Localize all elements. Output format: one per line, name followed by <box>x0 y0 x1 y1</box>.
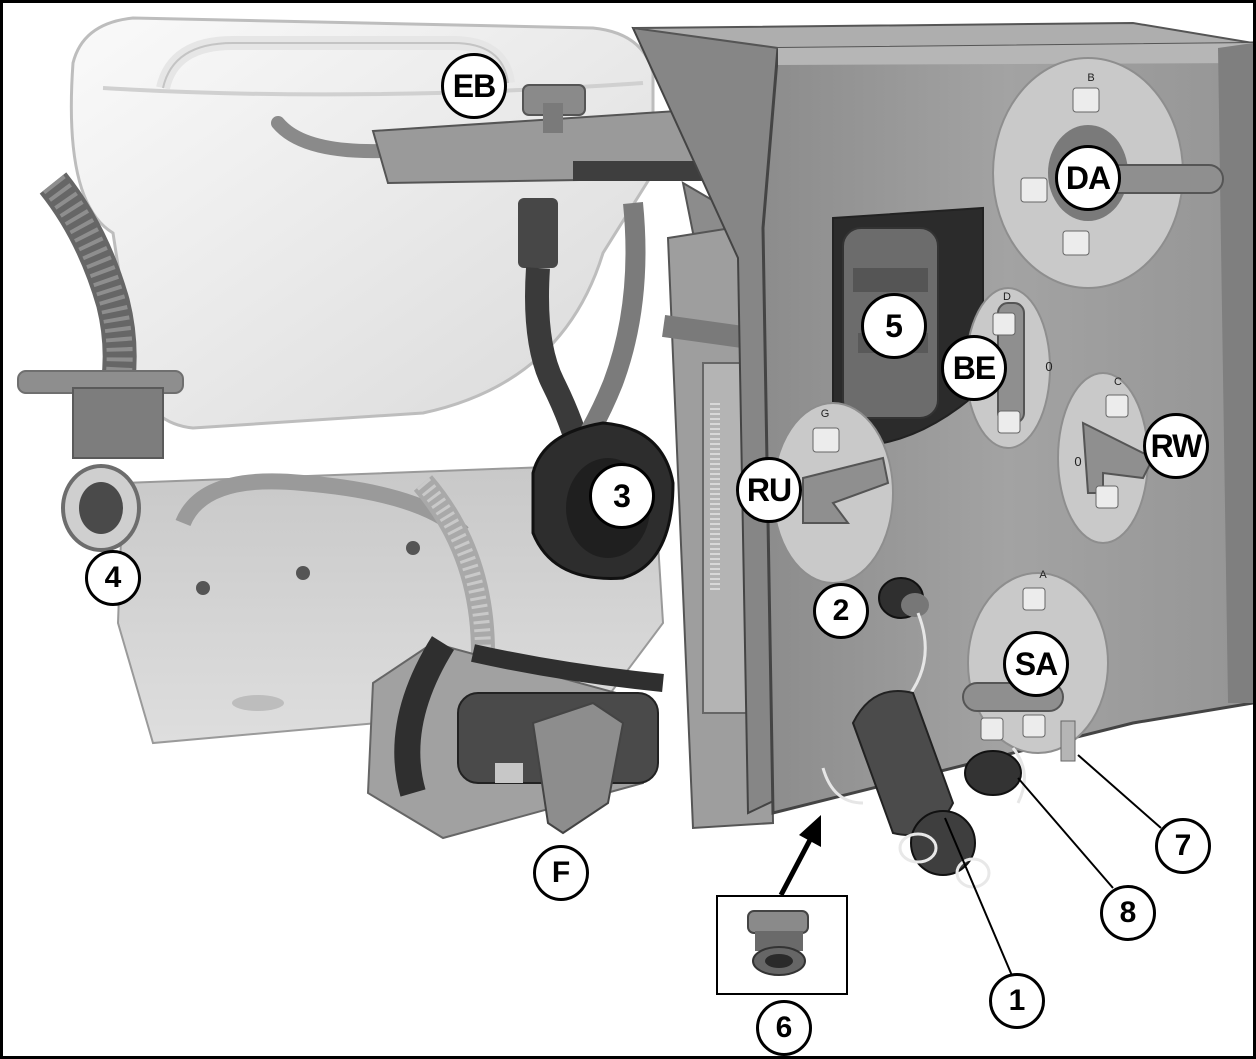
inset-arrow-head <box>799 815 821 847</box>
inset-adapter-top <box>747 910 809 934</box>
suction-valve-body <box>72 387 164 459</box>
callout-3: 3 <box>589 463 655 529</box>
control-panel-top <box>632 21 1253 50</box>
leader-line-7 <box>1077 754 1162 829</box>
suction-hose <box>39 172 137 386</box>
inset-arrow-shaft <box>778 836 814 897</box>
callout-4: 4 <box>85 550 141 606</box>
dial-rw-zero-label: 0 <box>1074 454 1081 469</box>
clean-water-tank <box>69 16 655 430</box>
tank-rail <box>271 116 390 159</box>
callout-7: 7 <box>1155 818 1211 874</box>
dial-be-top-label: D <box>1003 291 1011 303</box>
callout-rw: RW <box>1143 413 1209 479</box>
callout-2: 2 <box>813 583 869 639</box>
callout-sa: SA <box>1003 631 1069 697</box>
callout-1: 1 <box>989 973 1045 1029</box>
control-panel-right-edge <box>1218 43 1253 703</box>
leader-line-8 <box>1017 777 1114 889</box>
dial-ru-top-label: G <box>821 408 830 420</box>
valve-f-handle <box>531 701 625 835</box>
dial-sa-top-label: A <box>1039 569 1047 581</box>
callout-f: F <box>533 845 589 901</box>
callout-eb: EB <box>441 53 507 119</box>
callout-be: BE <box>941 335 1007 401</box>
callout-5: 5 <box>861 293 927 359</box>
dial-be-zero-label: 0 <box>1045 359 1052 374</box>
filler-hose-fitting <box>518 198 558 268</box>
drain-7 <box>1060 720 1076 762</box>
callout-8: 8 <box>1100 885 1156 941</box>
cap-8 <box>964 750 1022 796</box>
dial-da-top-label: B <box>1087 72 1094 84</box>
leader-line-1 <box>944 817 1014 979</box>
callout-ru: RU <box>736 457 802 523</box>
valve-f-hose <box>394 636 455 797</box>
sprayer-control-panel-illustration: B D 0 C 0 G A <box>17 16 1253 995</box>
callout-da: DA <box>1055 145 1121 211</box>
dial-rw-top-label: C <box>1114 376 1122 388</box>
dial-ru-lever <box>802 456 890 524</box>
callout-6: 6 <box>756 1000 812 1056</box>
filler-bracket-slot <box>573 161 713 181</box>
coupling-1-ring <box>821 767 864 805</box>
